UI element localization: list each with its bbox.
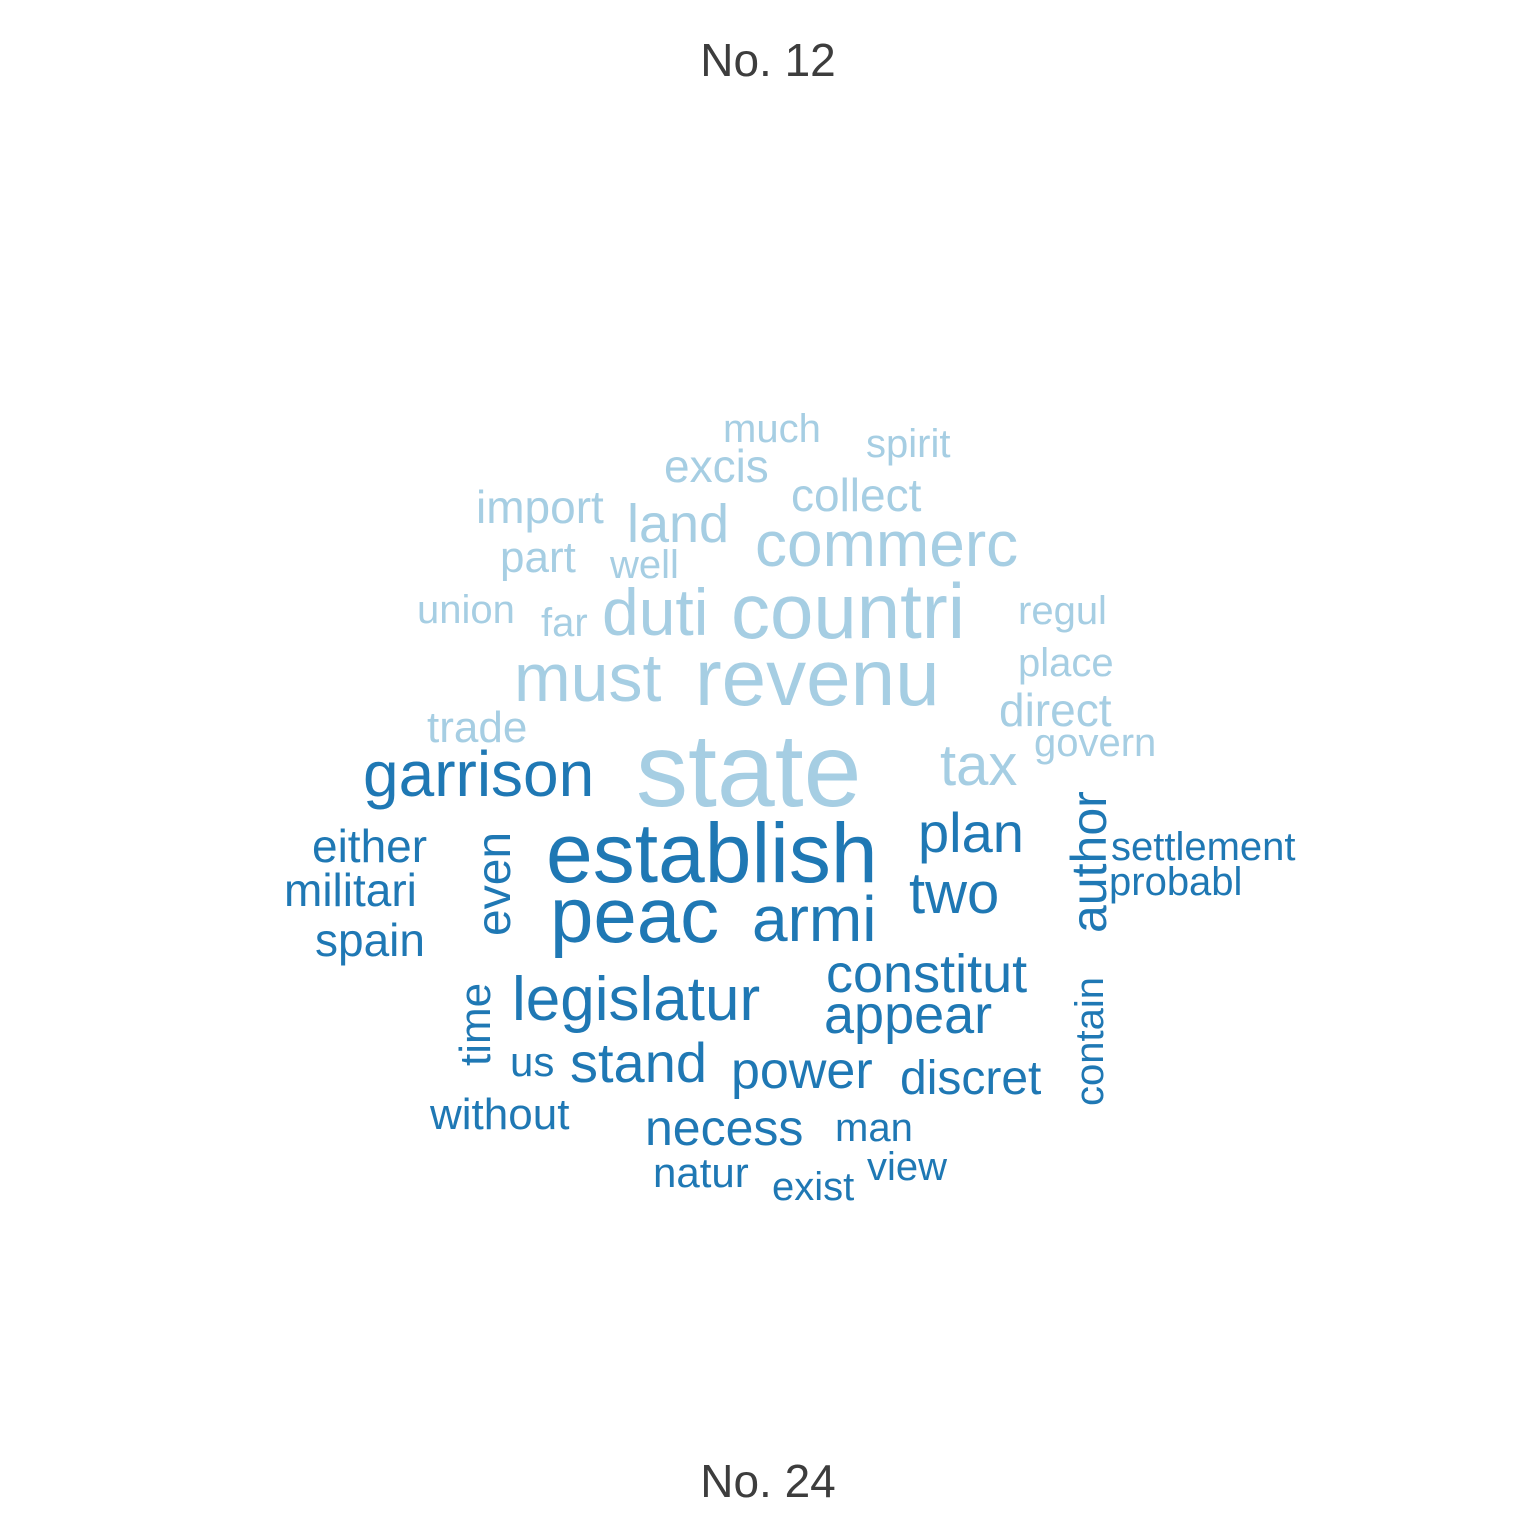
word-commerc: commerc: [755, 508, 1018, 580]
word-constitut: constitut: [826, 944, 1027, 1004]
word-two: two: [909, 861, 999, 926]
word-spirit: spirit: [866, 422, 950, 466]
word-contain: contain: [1068, 977, 1112, 1106]
word-probabl: probabl: [1109, 860, 1242, 904]
word-duti: duti: [602, 575, 708, 649]
word-author: author: [1061, 791, 1117, 933]
word-union: union: [417, 588, 515, 632]
word-natur: natur: [653, 1149, 749, 1196]
word-well: well: [609, 543, 679, 587]
word-view: view: [867, 1145, 947, 1189]
group-label-bottom: No. 24: [700, 1455, 836, 1507]
word-far: far: [541, 601, 588, 645]
word-countri: countri: [731, 567, 965, 655]
word-collect: collect: [791, 469, 922, 521]
word-spain: spain: [315, 914, 425, 966]
word-part: part: [500, 533, 576, 582]
word-armi: armi: [752, 883, 876, 955]
word-govern: govern: [1034, 721, 1156, 765]
word-legislatur: legislatur: [512, 965, 760, 1034]
word-direct: direct: [999, 684, 1112, 736]
word-garrison: garrison: [363, 738, 594, 810]
word-revenu: revenu: [695, 633, 940, 722]
word-plan: plan: [918, 801, 1024, 864]
word-discret: discret: [900, 1052, 1041, 1105]
word-stand: stand: [570, 1031, 707, 1094]
word-time: time: [451, 983, 500, 1066]
word-regul: regul: [1018, 589, 1107, 633]
word-without: without: [429, 1090, 569, 1139]
word-man: man: [835, 1106, 913, 1150]
word-place: place: [1018, 641, 1114, 685]
word-necess: necess: [645, 1100, 803, 1156]
word-us: us: [510, 1038, 554, 1085]
word-militari: militari: [284, 864, 417, 916]
group-label-top: No. 12: [700, 34, 836, 86]
word-exist: exist: [772, 1165, 854, 1209]
word-land: land: [627, 494, 729, 554]
word-state: state: [636, 713, 861, 829]
word-even: even: [468, 832, 521, 936]
word-peac: peac: [550, 871, 719, 959]
word-excis: excis: [664, 440, 769, 492]
word-tax: tax: [940, 733, 1017, 798]
word-appear: appear: [824, 985, 992, 1045]
word-must: must: [514, 640, 661, 716]
word-establish: establish: [546, 806, 878, 900]
word-settlement: settlement: [1111, 825, 1296, 869]
word-either: either: [312, 820, 427, 872]
word-much: much: [723, 407, 821, 451]
word-trade: trade: [427, 703, 527, 752]
word-power: power: [731, 1042, 873, 1100]
word-import: import: [476, 481, 604, 533]
